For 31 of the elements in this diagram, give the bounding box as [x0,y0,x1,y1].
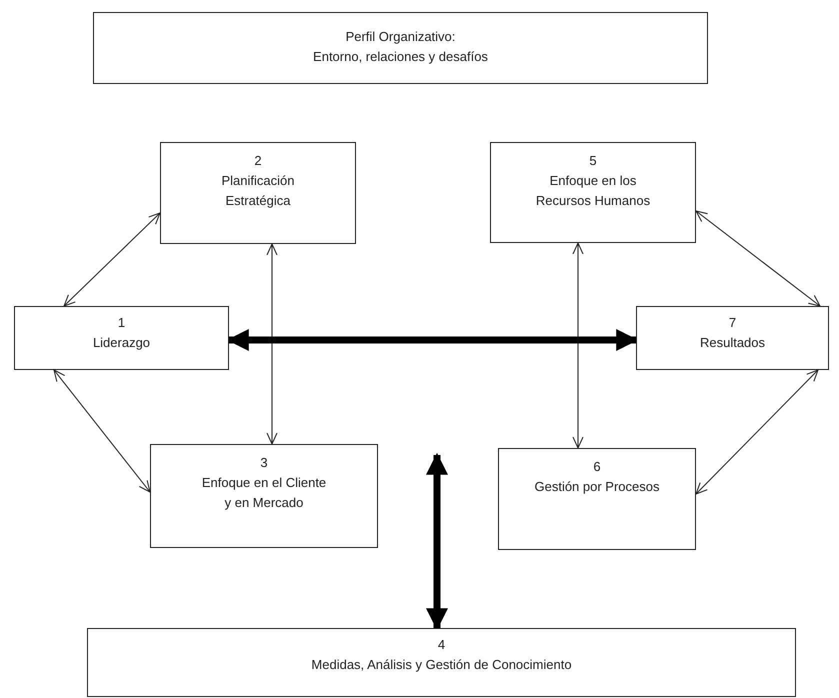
double-arrow [64,212,160,306]
double-arrow [696,210,820,306]
process-box [93,12,708,84]
node-number: 2 [253,152,263,170]
heading-text: Entorno, relaciones y desafíos [312,48,489,66]
process-box [160,142,356,244]
node-number: 3 [259,454,269,472]
node-number: 7 [728,314,738,332]
double-arrow [54,370,150,492]
process-box [636,306,829,370]
process-box [87,628,796,697]
node-label: Planificación Estratégica [220,172,296,210]
node-label: Gestión por Procesos [533,478,660,496]
heading-text: Perfil Organizativo: [344,28,456,46]
double-arrow [266,244,278,444]
node-label: Resultados [698,334,766,352]
node-label: Enfoque en el Cliente y en Mercado [200,474,328,512]
double-arrow [426,452,448,630]
node-label: Medidas, Análisis y Gestión de Conocimiento [310,656,573,674]
node-label: Enfoque en los Recursos Humanos [534,172,652,210]
double-arrow [696,370,818,494]
node-label: Liderazgo [92,334,152,352]
process-box [498,448,696,550]
process-box [14,306,229,370]
node-number: 6 [592,458,602,476]
node-number: 1 [116,314,126,332]
node-number: 5 [588,152,598,170]
process-box [150,444,378,548]
double-arrow [572,242,584,448]
process-box [490,142,696,243]
node-number: 4 [436,636,446,654]
